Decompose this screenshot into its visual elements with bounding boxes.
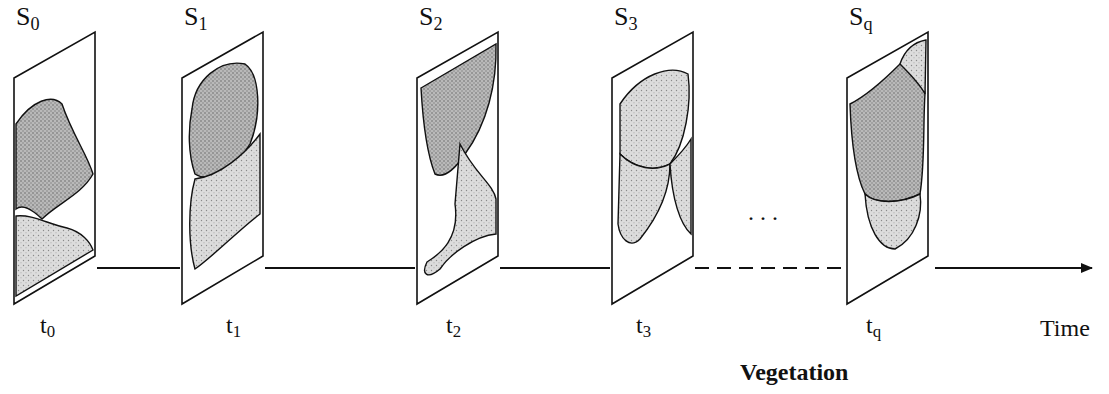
snapshot-label: S3 xyxy=(610,4,638,33)
snapshot-label: S0 xyxy=(12,4,40,33)
snapshot-plane: S3 xyxy=(610,4,695,314)
time-label: t3 xyxy=(636,313,651,341)
time-axis-segment xyxy=(500,267,610,269)
vegetation-region xyxy=(190,134,260,269)
vegetation-region xyxy=(865,194,921,249)
vegetation-region xyxy=(620,70,689,168)
snapshot-plane: S0 xyxy=(12,4,97,314)
plane-outline xyxy=(14,32,95,304)
vegetation-region xyxy=(16,216,93,296)
time-axis-segment xyxy=(695,267,845,269)
plane-outline xyxy=(182,32,263,304)
snapshot-label: S1 xyxy=(180,4,208,33)
snapshot-label: Sq xyxy=(845,4,873,33)
plane-outline xyxy=(417,32,498,304)
time-label: t1 xyxy=(226,313,241,341)
time-axis-segment xyxy=(265,267,415,269)
figure-label: Vegetation xyxy=(740,360,848,384)
map-plane xyxy=(845,4,930,314)
plane-outline xyxy=(612,32,693,304)
vegetation-region xyxy=(16,99,93,219)
snapshot-plane: S1 xyxy=(180,4,265,314)
time-label: tq xyxy=(866,313,881,341)
snapshot-plane: S2 xyxy=(415,4,500,314)
vegetation-region xyxy=(425,144,496,275)
vegetation-region xyxy=(670,139,691,234)
time-axis-arrow xyxy=(935,267,1092,269)
ellipsis: ... xyxy=(748,200,784,224)
vegetation-region xyxy=(900,40,926,94)
map-plane xyxy=(12,4,97,314)
plane-outline xyxy=(847,32,928,304)
vegetation-region xyxy=(618,154,670,243)
map-plane xyxy=(180,4,265,314)
axis-title: Time xyxy=(1040,316,1090,340)
time-axis-segment xyxy=(97,267,180,269)
snapshot-plane: Sq xyxy=(845,4,930,314)
map-plane xyxy=(610,4,695,314)
map-plane xyxy=(415,4,500,314)
time-label: t2 xyxy=(446,313,461,341)
snapshot-label: S2 xyxy=(415,4,443,33)
vegetation-region xyxy=(850,64,925,202)
time-label: t0 xyxy=(40,313,55,341)
